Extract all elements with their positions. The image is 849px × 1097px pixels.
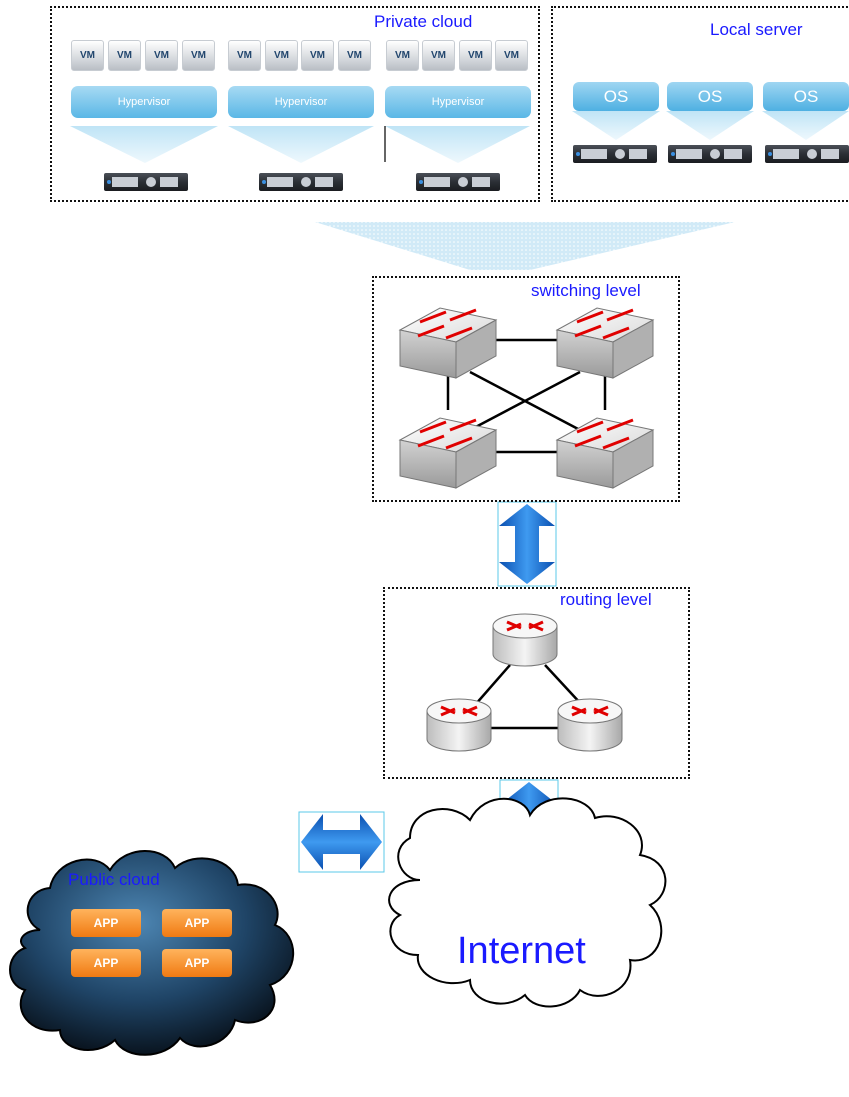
- vm-block: VM: [108, 40, 141, 71]
- switching-level-frame: [372, 276, 680, 502]
- aggregation-funnel: [315, 222, 735, 270]
- router-links: [474, 664, 583, 730]
- hypervisor-funnels: [70, 126, 530, 163]
- routing-level-frame: [383, 587, 690, 779]
- router-icons: [426, 613, 623, 752]
- hypervisor-block: Hypervisor: [228, 86, 374, 118]
- vm-block: VM: [265, 40, 298, 71]
- hypervisor-block: Hypervisor: [71, 86, 217, 118]
- routing-level-title: routing level: [560, 590, 652, 609]
- private-cloud-title: Private cloud: [374, 12, 473, 31]
- vm-block: VM: [228, 40, 261, 71]
- switch-router-double-arrow: [497, 501, 557, 587]
- local-server-title: Local server: [710, 20, 803, 39]
- os-block: OS: [573, 82, 659, 111]
- vm-block: VM: [145, 40, 178, 71]
- vm-block: VM: [338, 40, 371, 71]
- hypervisor-block: Hypervisor: [385, 86, 531, 118]
- private-cloud-frame: [50, 6, 540, 202]
- local-server-frame: [551, 6, 849, 202]
- network-switch-icons: [398, 307, 655, 489]
- os-funnels: [572, 111, 849, 140]
- vm-block: VM: [182, 40, 215, 71]
- app-block: APP: [162, 909, 232, 937]
- vm-block: VM: [495, 40, 528, 71]
- vm-block: VM: [71, 40, 104, 71]
- vm-block: VM: [459, 40, 492, 71]
- public-cloud-internet-double-arrow: [298, 811, 385, 873]
- app-block: APP: [162, 949, 232, 977]
- app-block: APP: [71, 909, 141, 937]
- os-block: OS: [763, 82, 849, 111]
- public-cloud-shape: [9, 850, 295, 1056]
- server-icons: [104, 145, 849, 191]
- os-block: OS: [667, 82, 753, 111]
- switching-level-title: switching level: [531, 281, 641, 300]
- internet-label: Internet: [457, 930, 586, 972]
- app-block: APP: [71, 949, 141, 977]
- vm-block: VM: [301, 40, 334, 71]
- vm-block: VM: [422, 40, 455, 71]
- public-cloud-title: Public cloud: [68, 870, 160, 889]
- internet-cloud-shape: [388, 797, 667, 1008]
- vm-block: VM: [386, 40, 419, 71]
- switch-links: [446, 338, 607, 454]
